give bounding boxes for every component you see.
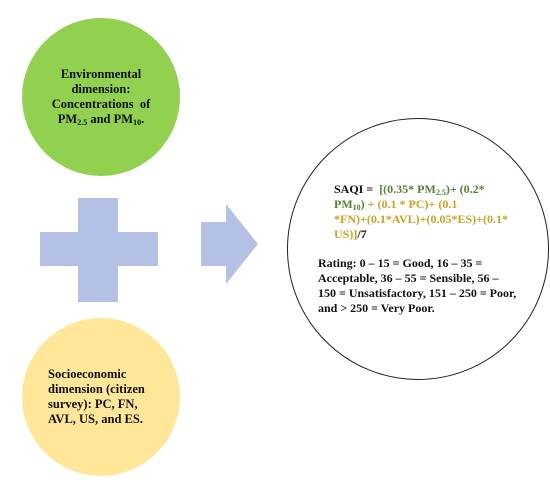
environmental-dimension-circle: Environmental dimension: Concentrations … bbox=[22, 18, 180, 176]
socioeconomic-dimension-text: Socioeconomic dimension (citizen survey)… bbox=[48, 367, 145, 426]
saqi-formula: SAQI = [(0.35* PM2.5)+ (0.2* PM10) + (0.… bbox=[334, 182, 508, 241]
environmental-dimension-text: Environmental dimension: Concentrations … bbox=[51, 67, 151, 127]
plus-icon bbox=[40, 198, 158, 302]
right-arrow-icon bbox=[201, 204, 258, 284]
saqi-formula-circle: SAQI = [(0.35* PM2.5)+ (0.2* PM10) + (0.… bbox=[287, 118, 549, 380]
rating-scale-text: Rating: 0 – 15 = Good, 16 – 35 = Accepta… bbox=[318, 256, 517, 315]
saqi-formula-block: SAQI = [(0.35* PM2.5)+ (0.2* PM10) + (0.… bbox=[318, 182, 518, 316]
socioeconomic-dimension-circle: Socioeconomic dimension (citizen survey)… bbox=[22, 318, 180, 476]
